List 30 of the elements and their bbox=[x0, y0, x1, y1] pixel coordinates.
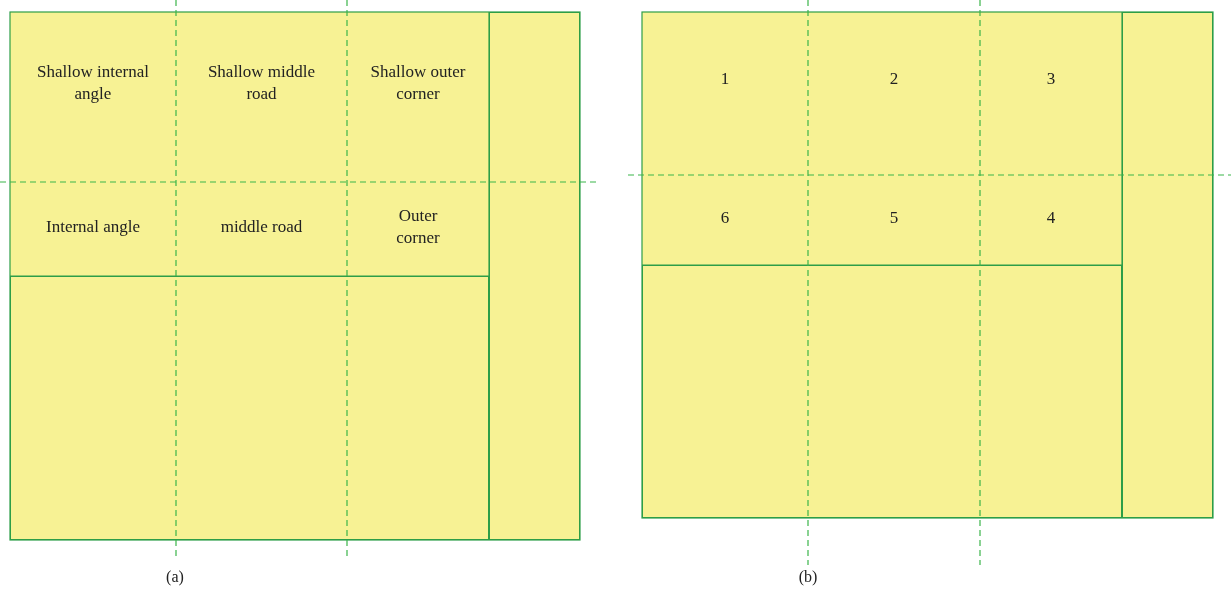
grid-cell bbox=[347, 182, 489, 276]
grid-cell bbox=[642, 12, 808, 175]
grid-cell bbox=[176, 182, 347, 276]
cell-label: 4 bbox=[1046, 206, 1056, 229]
grid-cell bbox=[980, 12, 1122, 175]
cell-label: 1 bbox=[720, 68, 730, 91]
panel-label: (b) bbox=[798, 568, 818, 586]
cell-label: 2 bbox=[889, 68, 899, 91]
cell-label: middle road bbox=[220, 215, 303, 238]
empty-region bbox=[1122, 12, 1213, 518]
cell-label: Internal angle bbox=[46, 215, 140, 238]
grid-cell bbox=[642, 175, 808, 265]
grid-cell bbox=[347, 12, 489, 182]
grid-cell bbox=[10, 12, 176, 182]
cell-label: Shallow internal angle bbox=[36, 60, 150, 105]
cell-label: 6 bbox=[720, 206, 730, 229]
grid-cell bbox=[808, 175, 980, 265]
empty-region bbox=[489, 12, 580, 540]
empty-region bbox=[10, 276, 489, 540]
cell-label: Shallow outer corner bbox=[369, 60, 467, 105]
cell-label: Shallow middle road bbox=[206, 60, 317, 105]
empty-region bbox=[642, 265, 1122, 518]
panel-label: (a) bbox=[166, 568, 184, 586]
grid-cell bbox=[808, 12, 980, 175]
grid-cell bbox=[980, 175, 1122, 265]
cell-label: Outer corner bbox=[395, 204, 441, 249]
grid-cell bbox=[176, 12, 347, 182]
cell-label: 5 bbox=[889, 206, 899, 229]
cell-label: 3 bbox=[1046, 68, 1056, 91]
grid-cell bbox=[10, 182, 176, 276]
